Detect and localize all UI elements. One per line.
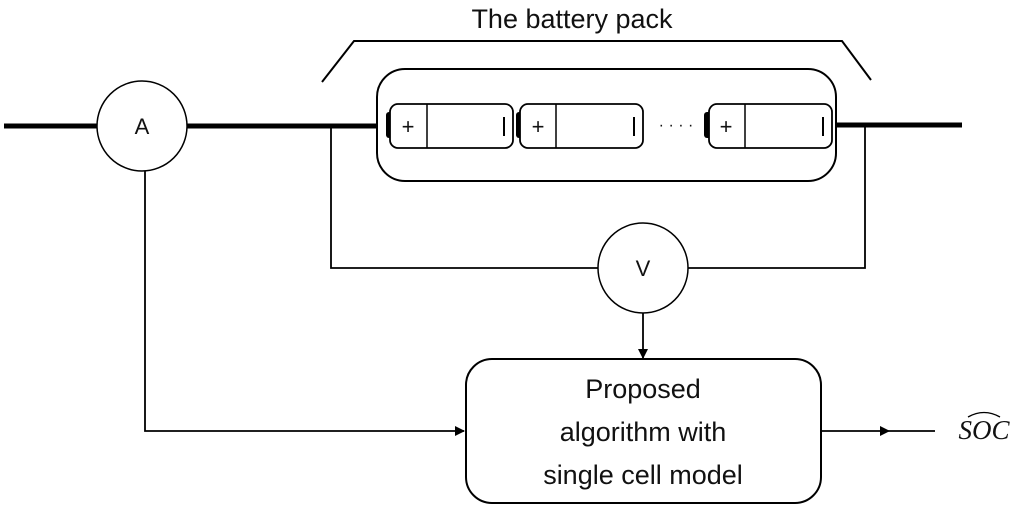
soc-estimate: SOC — [958, 411, 1010, 445]
voltmeter: V — [597, 222, 689, 314]
voltmeter-wire-right — [688, 125, 866, 269]
algorithm-box-line-3: single cell model — [543, 460, 743, 490]
cell-body — [389, 103, 514, 149]
soc-hat-icon — [967, 411, 1001, 418]
voltmeter-label: V — [636, 256, 651, 281]
cell-plus: + — [720, 114, 733, 139]
ammeter-circle — [96, 80, 188, 172]
battery-cell: + — [704, 103, 833, 149]
algorithm-box: Proposed algorithm with single cell mode… — [465, 358, 822, 504]
battery-pack-title: The battery pack — [471, 4, 673, 34]
ammeter: A — [96, 80, 188, 172]
cell-plus: + — [532, 114, 545, 139]
cell-body — [708, 103, 833, 149]
algorithm-box-line-2: algorithm with — [560, 417, 727, 447]
ammeter-label: A — [135, 114, 150, 139]
soc-label: SOC — [958, 415, 1010, 445]
voltmeter-wire-left — [330, 126, 598, 269]
algorithm-box-line-1: Proposed — [585, 374, 701, 404]
cells-ellipsis: · · · · — [659, 117, 694, 134]
current-arrow — [144, 171, 465, 436]
cell-plus: + — [402, 114, 415, 139]
battery-pack-bracket — [321, 40, 872, 83]
cell-body — [519, 103, 644, 149]
battery-cell: + — [516, 103, 644, 149]
battery-cell: + — [386, 103, 514, 149]
